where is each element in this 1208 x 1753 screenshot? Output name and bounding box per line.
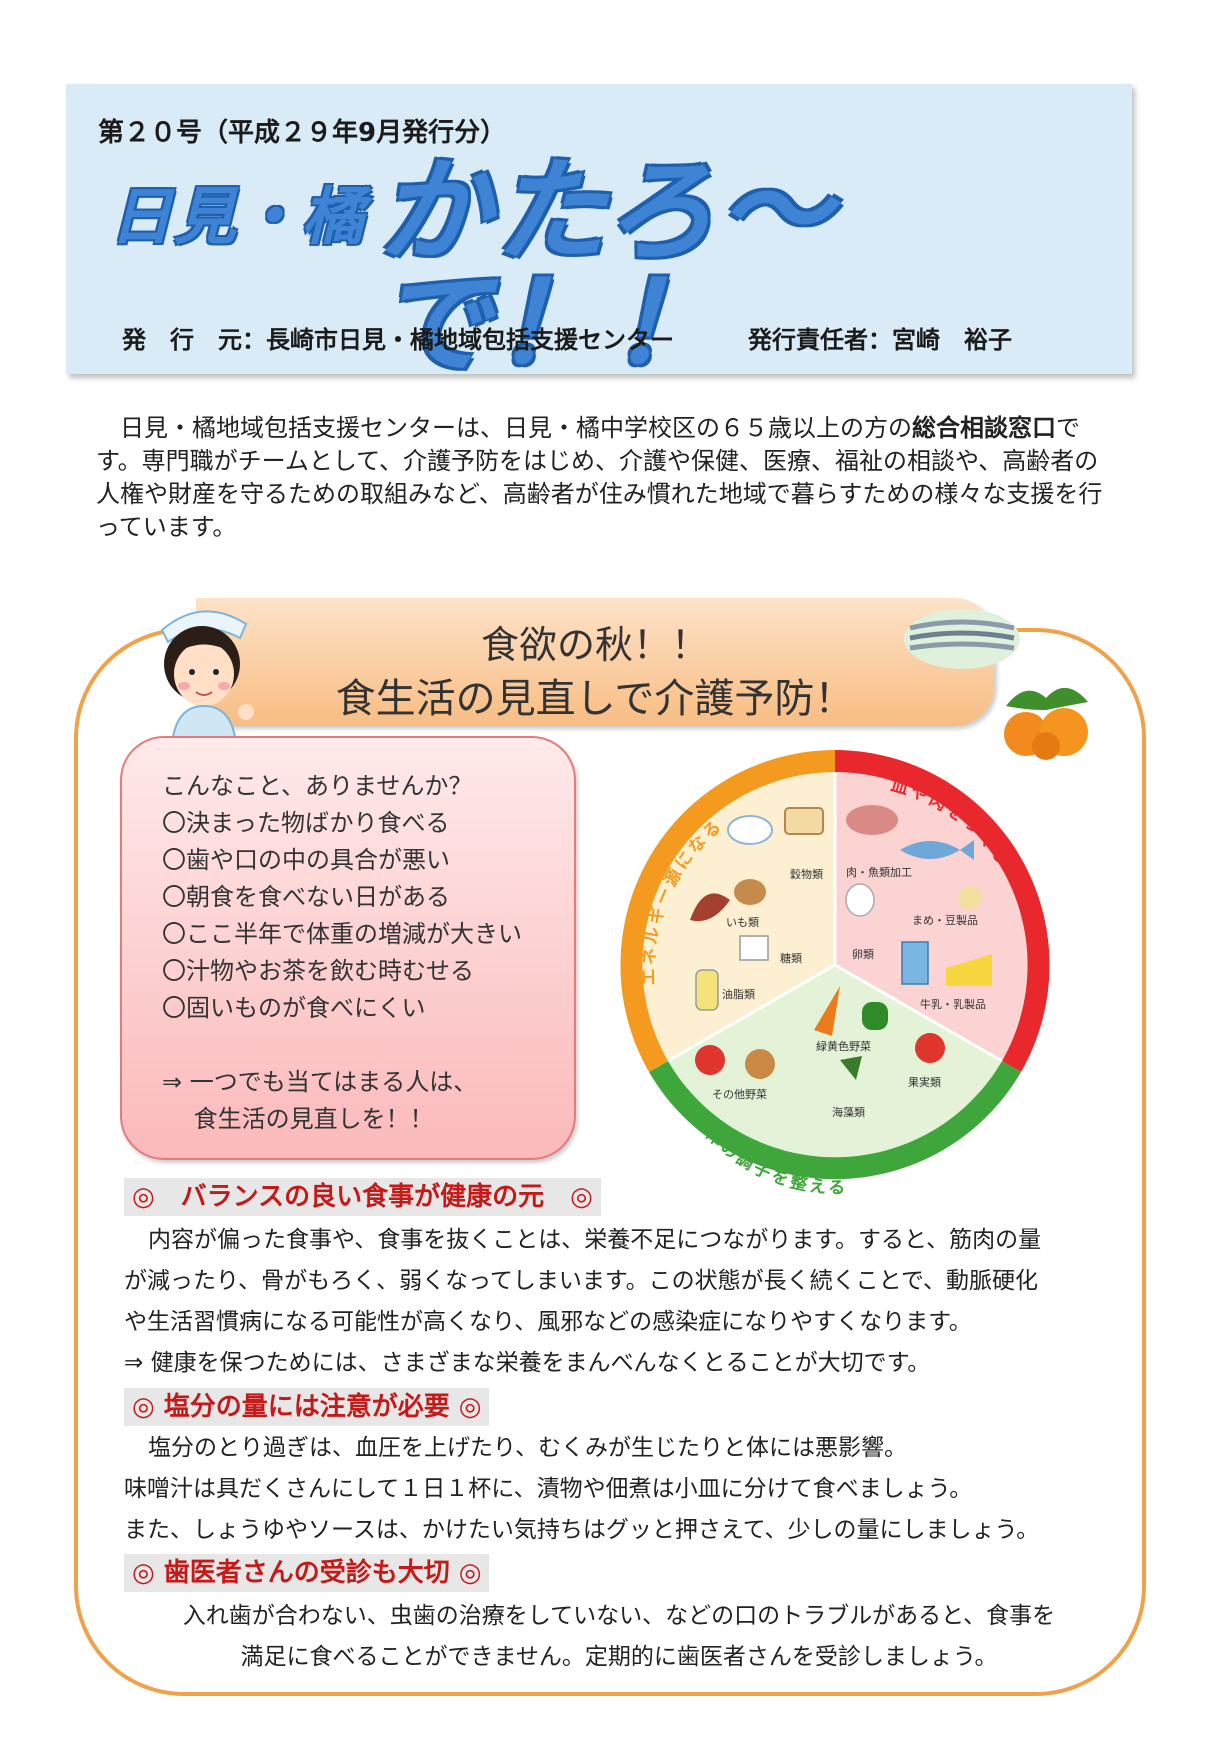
label-meat-fish: 肉・魚類加工	[846, 866, 912, 879]
label-sugar: 糖類	[780, 951, 802, 965]
label-eggs: 卵類	[852, 948, 874, 961]
meat-icon	[846, 805, 898, 835]
checklist-footer-line2: 食生活の見直しを！！	[162, 1105, 434, 1133]
bread-icon	[784, 807, 824, 835]
fish-icon	[900, 840, 974, 860]
checklist-item: 〇歯や口の中の具合が悪い	[162, 846, 450, 874]
checklist-item: 〇固いものが食べにくい	[162, 994, 426, 1022]
logo-title: かたろ～で！！	[378, 147, 836, 389]
sector-body	[835, 772, 1028, 1061]
publisher: 発 行 元：長崎市日見・橘地域包括支援センター	[122, 326, 674, 354]
section-heading-salt: ◎ 塩分の量には注意が必要 ◎	[124, 1388, 490, 1426]
checklist-box: こんなこと、ありませんか？ 〇決まった物ばかり食べる 〇歯や口の中の具合が悪い …	[120, 736, 576, 1160]
egg-icon	[845, 883, 875, 917]
oil-bottle-icon	[695, 969, 719, 1011]
checklist-item: 〇ここ半年で体重の増減が大きい	[162, 920, 522, 948]
onion-icon	[745, 1049, 775, 1079]
nurse-illustration	[160, 610, 254, 744]
label-green-veg: 緑黄色野菜	[816, 1039, 871, 1053]
label-dairy: 牛乳・乳製品	[920, 997, 986, 1011]
milk-carton-icon	[901, 941, 929, 985]
checklist-footer: ⇒ 一つでも当てはまる人は、 食生活の見直しを！！	[162, 1064, 477, 1138]
issue-number: 第２０号（平成２９年9月発行分）	[98, 118, 507, 148]
section-body-dentist: 入れ歯が合わない、虫歯の治療をしていない、などの口のトラブルがあると、食事を 満…	[124, 1596, 1114, 1678]
feature-title-line1: 食欲の秋！！	[480, 623, 709, 667]
carrot-icon	[814, 986, 840, 1036]
sector-energy	[642, 772, 835, 1061]
paragraph-line: 味噌汁は具だくさんにして１日１杯に、漬物や佃煮は小皿に分けて食べましょう。	[124, 1476, 973, 1502]
feature-title-banner: 食欲の秋！！ 食生活の見直しで介護予防！	[196, 598, 994, 726]
tomato-icon	[695, 1045, 725, 1075]
checklist-item: 〇朝食を食べない日がある	[162, 883, 450, 911]
checklist-footer-line1: ⇒ 一つでも当てはまる人は、	[162, 1068, 478, 1096]
persimmon-illustration	[1004, 687, 1088, 760]
paragraph-line: ⇒ 健康を保つためには、さまざまな栄養をまんべんなくとることが大切です。	[124, 1350, 931, 1376]
paragraph-line: 内容が偏った食事や、食事を抜くことは、栄養不足につながります。すると、筋肉の量	[148, 1227, 1042, 1253]
paragraph-line: 入れ歯が合わない、虫歯の治療をしていない、などの口のトラブルがあると、食事を	[182, 1603, 1056, 1629]
logo-area-name: 日見・橘	[110, 180, 367, 253]
label-oils: 油脂類	[722, 987, 755, 1001]
sweet-potato-icon	[690, 893, 730, 922]
paragraph-line: や生活習慣病になる可能性が高くなり、風邪などの感染症になりやすくなります。	[124, 1309, 972, 1335]
section-heading-dentist: ◎ 歯医者さんの受診も大切 ◎	[124, 1554, 490, 1592]
pepper-icon	[862, 1002, 888, 1030]
label-potatoes: いも類	[726, 916, 759, 929]
label-fruits: 果実類	[908, 1075, 941, 1089]
section-body-balance: 内容が偏った食事や、食事を抜くことは、栄養不足につながります。すると、筋肉の量 …	[124, 1220, 1114, 1384]
intro-paragraph: 日見・橘地域包括支援センターは、日見・橘中学校区の６５歳以上の方の総合相談窓口で…	[96, 412, 1106, 544]
cheese-icon	[946, 954, 992, 986]
fish-illustration	[904, 609, 1020, 669]
label-other-veg: その他野菜	[712, 1088, 767, 1101]
paragraph-line: が減ったり、骨がもろく、弱くなってしまいます。この状態が長く続くことで、動脈硬化	[124, 1268, 1039, 1294]
label-grains: 穀物類	[790, 867, 823, 881]
checklist-items: こんなこと、ありませんか？ 〇決まった物ばかり食べる 〇歯や口の中の具合が悪い …	[162, 768, 522, 1027]
checklist-item: 〇汁物やお茶を飲む時むせる	[162, 957, 474, 985]
rice-bowl-icon	[727, 815, 773, 845]
section-body-salt: 塩分のとり過ぎは、血圧を上げたり、むくみが生じたりと体には悪影響。 味噌汁は具だ…	[124, 1428, 1114, 1551]
paragraph-line: 満足に食べることができません。定期的に歯医者さんを受診しましょう。	[240, 1644, 998, 1670]
intro-bold: 総合相談窓口	[912, 414, 1056, 442]
editor: 発行責任者：宮崎 裕子	[748, 326, 1012, 354]
label-beans: まめ・豆製品	[912, 913, 978, 927]
paragraph-line: 塩分のとり過ぎは、血圧を上げたり、むくみが生じたりと体には悪影響。	[148, 1435, 907, 1461]
section-heading-balance: ◎ バランスの良い食事が健康の元 ◎	[124, 1178, 601, 1216]
checklist-question: こんなこと、ありませんか？	[162, 772, 473, 800]
paragraph-line: また、しょうゆやソースは、かけたい気持ちはグッと押さえて、少しの量にしましょう。	[124, 1517, 1040, 1543]
intro-text: 日見・橘地域包括支援センターは、日見・橘中学校区の６５歳以上の方の	[96, 414, 912, 442]
sugar-icon	[739, 935, 769, 961]
seaweed-icon	[840, 1056, 862, 1080]
beans-icon	[958, 886, 982, 910]
food-group-chart: 穀物類 いも類 糖類 油脂類 肉・魚類加工 まめ・豆製品 卵類 牛乳・乳製品 緑…	[620, 750, 1050, 1198]
newsletter-header: 第２０号（平成２９年9月発行分） 日見・橘 かたろ～で！！ 発 行 元：長崎市日…	[66, 84, 1132, 380]
checklist-item: 〇決まった物ばかり食べる	[162, 809, 450, 837]
feature-title-line2: 食生活の見直しで介護予防！	[335, 676, 855, 722]
potato-icon	[734, 879, 766, 905]
intro-text-rest: です。専門職がチームとして、介護予防をはじめ、介護や保健、医療、福祉の相談や、高…	[96, 414, 1103, 541]
label-seaweed: 海藻類	[832, 1105, 865, 1119]
apple-icon	[915, 1033, 945, 1063]
